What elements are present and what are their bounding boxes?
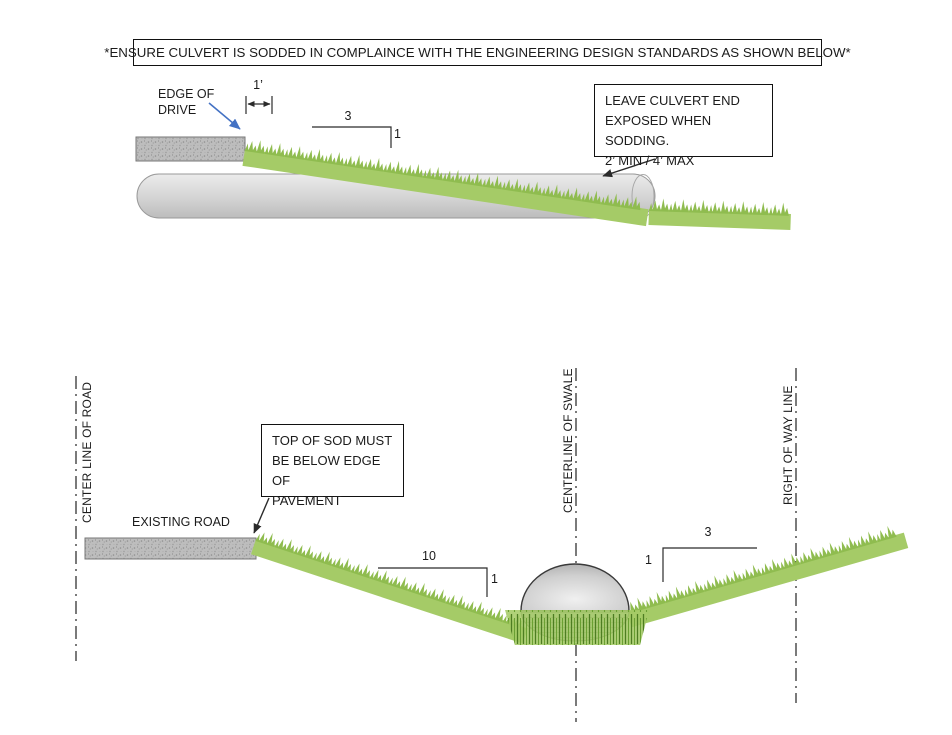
slope-indicator-10-1: [378, 567, 488, 597]
slope-run-label-right: 3: [704, 525, 712, 539]
sod-slope-band: [242, 138, 649, 227]
top-profile-view: [135, 96, 791, 230]
slope-rise-label-left: 1: [491, 572, 498, 586]
sod-note-arrow-icon: [253, 497, 270, 534]
standards-banner: *ENSURE CULVERT IS SODDED IN COMPLAINCE …: [104, 39, 851, 66]
cross-section-view: [75, 368, 909, 722]
centerline-of-swale-label: CENTERLINE OF SWALE: [561, 368, 575, 513]
swale-left-slope-sod: [251, 529, 528, 644]
slope-rise-label-top: 1: [394, 127, 401, 141]
culvert-note-arrow-icon: [602, 158, 656, 178]
existing-road-pavement: [84, 537, 257, 560]
swale-bottom-grass: [505, 610, 649, 645]
edge-of-drive-label: EDGE OF DRIVE: [158, 87, 215, 118]
dimension-1ft-label: 1’: [253, 78, 263, 92]
slope-run-label-top: 3: [344, 109, 352, 123]
edge-of-drive-arrow-icon: [208, 102, 241, 130]
standards-banner-text: *ENSURE CULVERT IS SODDED IN COMPLAINCE …: [104, 45, 851, 60]
right-of-way-label: RIGHT OF WAY LINE: [781, 385, 795, 505]
swale-right-slope-sod: [624, 524, 909, 628]
slope-indicator-3-1-right: [662, 547, 757, 582]
slope-run-label-left: 10: [422, 549, 436, 563]
culvert-cross-section-dome: [520, 563, 630, 612]
ground-grass-right: [648, 198, 791, 230]
drive-pavement-slab: [135, 136, 246, 162]
dimension-1ft-bracket: [245, 96, 273, 114]
existing-road-label: EXISTING ROAD: [132, 515, 230, 529]
top-of-sod-note: TOP OF SOD MUST BE BELOW EDGE OF PAVEMEN…: [261, 424, 404, 508]
culvert-end-note: LEAVE CULVERT END EXPOSED WHEN SODDING. …: [594, 84, 773, 168]
slope-indicator-3-1: [312, 126, 392, 148]
centerline-of-road-label: CENTER LINE OF ROAD: [80, 381, 94, 523]
slope-rise-label-right: 1: [645, 553, 652, 567]
